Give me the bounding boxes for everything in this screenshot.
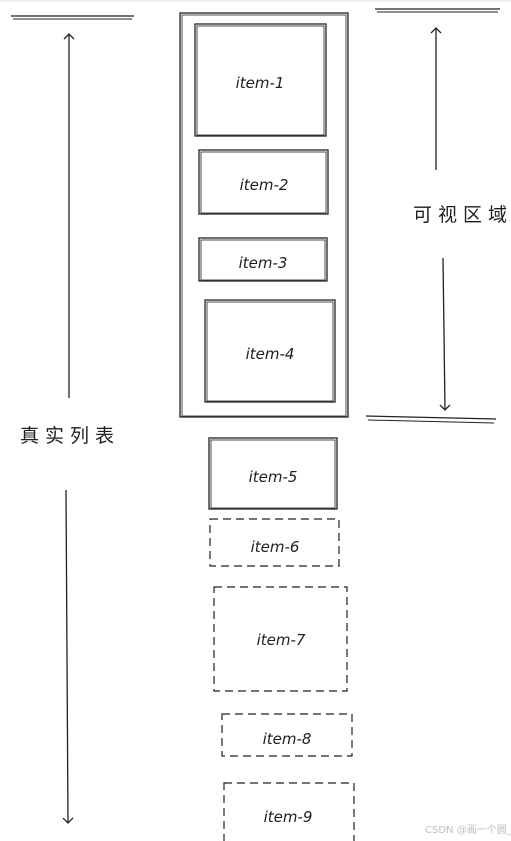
item-label: item-5	[249, 468, 298, 486]
item-label: item-9	[264, 808, 313, 826]
list-item: item-7	[213, 586, 348, 692]
viewport-frame	[179, 12, 349, 418]
item-label: item-6	[251, 538, 300, 556]
real-list-arrow-down	[62, 489, 74, 824]
list-item: item-5	[208, 437, 338, 510]
list-item: item-2	[198, 149, 329, 215]
item-label: item-4	[246, 345, 295, 363]
item-label: item-7	[257, 631, 306, 649]
item-label: item-1	[236, 74, 285, 92]
visible-area-arrow-down	[439, 257, 451, 411]
watermark: CSDN @画一个圆_	[425, 824, 511, 836]
item-label: item-2	[240, 176, 289, 194]
visible-area-bottom-rule	[365, 415, 497, 420]
list-item: item-1	[194, 23, 327, 137]
list-item: item-3	[198, 237, 328, 282]
item-label: item-3	[239, 254, 288, 272]
list-item: item-6	[209, 518, 340, 567]
list-item: item-4	[204, 299, 336, 403]
real-list-label: 真实列表	[20, 425, 120, 447]
item-label: item-8	[263, 730, 312, 748]
list-item: item-8	[221, 713, 353, 757]
visible-area-measure: 可视区域	[365, 8, 511, 424]
visible-area-label: 可视区域	[413, 204, 511, 226]
list-item: item-9	[223, 782, 355, 841]
real-list-measure: 真实列表	[11, 15, 134, 824]
